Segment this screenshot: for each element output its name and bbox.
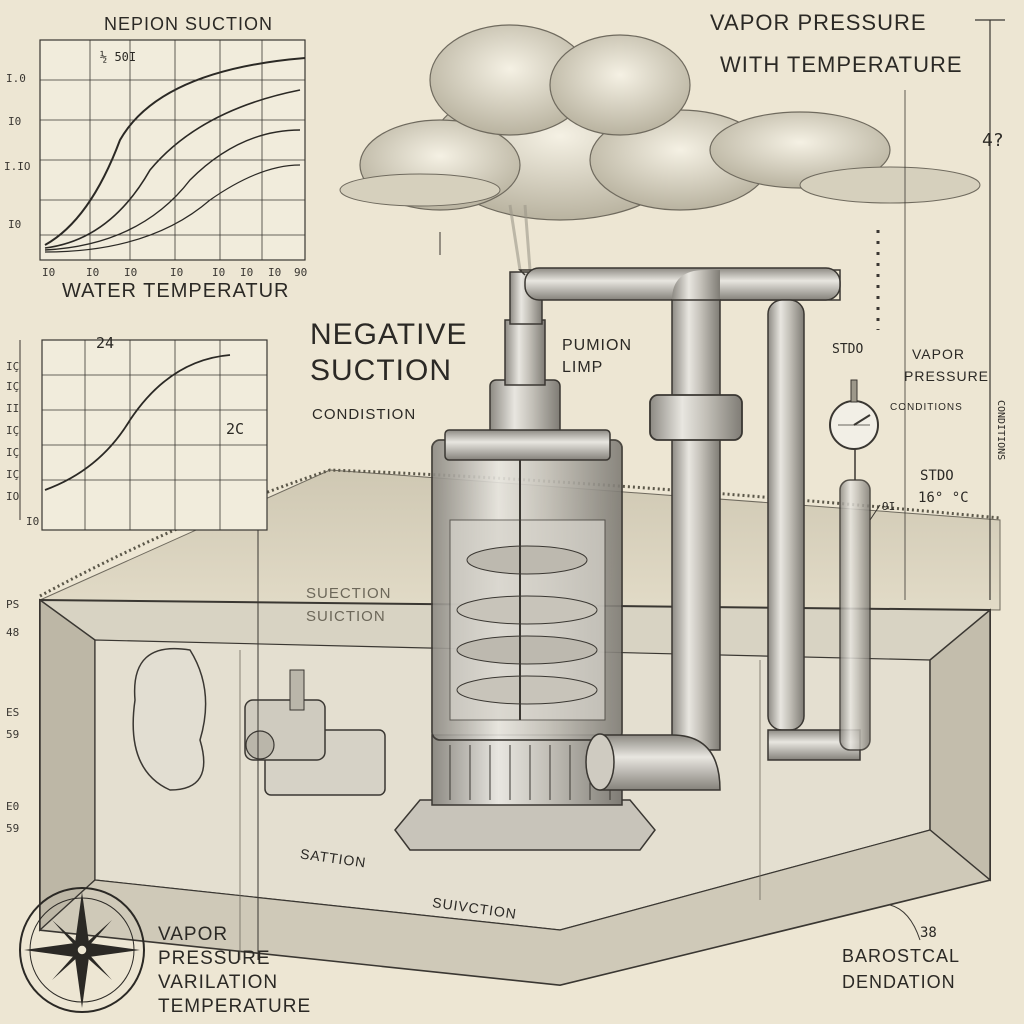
margin-mark: 48	[6, 626, 20, 639]
x-tick: I0	[268, 266, 282, 279]
pressure-gauge-icon	[829, 379, 879, 450]
return-pipe	[767, 299, 871, 761]
x-tick: I0	[240, 266, 254, 279]
chart-x-axis-label: WATER TEMPERATUR	[62, 280, 290, 302]
right-vapor-label: VAPOR	[912, 346, 965, 362]
y-tick: IΟ	[6, 490, 20, 503]
x-tick: I0	[124, 266, 138, 279]
x-tick: I0	[42, 266, 56, 279]
discharge-pipe	[518, 267, 841, 791]
header-title-line1: VAPOR PRESSURE	[710, 10, 927, 35]
negative-label: NEGATIVE	[310, 318, 468, 351]
y-tick: ΙΙ	[6, 402, 20, 415]
chart-inner-note: 2C	[226, 420, 245, 438]
y-tick: I.0	[6, 72, 26, 85]
bottom-right-line2: DENDATION	[842, 972, 956, 992]
right-std-label: STDO	[920, 468, 954, 484]
pump-body	[394, 271, 656, 851]
y-tick: I0	[8, 218, 22, 231]
y-tick: I0	[26, 515, 40, 528]
chart-curve-1	[44, 57, 306, 246]
right-stdo-label: STDO	[832, 342, 864, 357]
chart-curve-3	[44, 129, 301, 251]
condition-label: CONDISTION	[312, 406, 417, 423]
suction-chart	[41, 339, 268, 531]
y-tick: I0	[8, 115, 22, 128]
right-pressure-label: PRESSURE	[904, 368, 990, 384]
right-temp-label: 16° °C	[918, 490, 969, 506]
bottom-left-line4: TEMPERATURE	[158, 996, 312, 1017]
x-tick: 90	[294, 266, 308, 279]
margin-mark: E0	[6, 800, 20, 813]
y-tick: ΙÇ	[6, 446, 20, 459]
chart-top-note: 24	[96, 334, 115, 352]
suction-label: SUCTION	[310, 354, 452, 387]
vertical-label: CONDITIONS	[995, 400, 1006, 461]
x-tick: I0	[212, 266, 226, 279]
chart-curve-4	[44, 164, 301, 253]
tank-suction-label-2: SUICTION	[306, 608, 386, 625]
right-conditions-label: CONDITIONS	[890, 402, 963, 413]
bottom-left-line3: VARILATION	[158, 972, 279, 993]
y-tick: ΙÇ	[6, 360, 20, 373]
y-tick: IÇ	[6, 424, 20, 437]
margin-mark: ES	[6, 706, 20, 719]
suction-coupling	[132, 647, 386, 796]
right-small-label: 9I	[882, 500, 896, 513]
compass-rose-icon	[19, 887, 145, 1013]
margin-mark: PS	[6, 598, 20, 611]
dimension-number: 4?	[982, 130, 1004, 151]
bottom-left-line2: PRESSURE	[158, 948, 271, 969]
vapor-cloud	[339, 24, 981, 271]
header-title-line2: WITH TEMPERATURE	[720, 52, 963, 77]
y-tick: IÇ	[6, 380, 20, 393]
bottom-right-number: 38	[920, 925, 937, 941]
bottom-left-line1: VAPOR	[158, 924, 229, 945]
y-tick: ΙÇ	[6, 468, 20, 481]
x-tick: I0	[86, 266, 100, 279]
temperature-chart	[39, 39, 306, 261]
margin-mark: 59	[6, 822, 20, 835]
leader-lines	[439, 232, 921, 941]
margin-mark: 59	[6, 728, 20, 741]
bottom-right-line1: BAROSTCAL	[842, 946, 961, 966]
pump-label: PUMION LIMP	[562, 337, 632, 376]
chart-curve-2	[44, 89, 301, 249]
x-tick: I0	[170, 266, 184, 279]
chart-corner-note: ½ 50I	[100, 50, 137, 64]
suction-curve	[44, 354, 231, 491]
dimension-line	[876, 19, 1005, 600]
y-tick: I.IO	[4, 160, 31, 173]
tank-suction-label-1: SUECTION	[306, 585, 392, 602]
chart-title: NEPION SUCTION	[104, 14, 274, 34]
